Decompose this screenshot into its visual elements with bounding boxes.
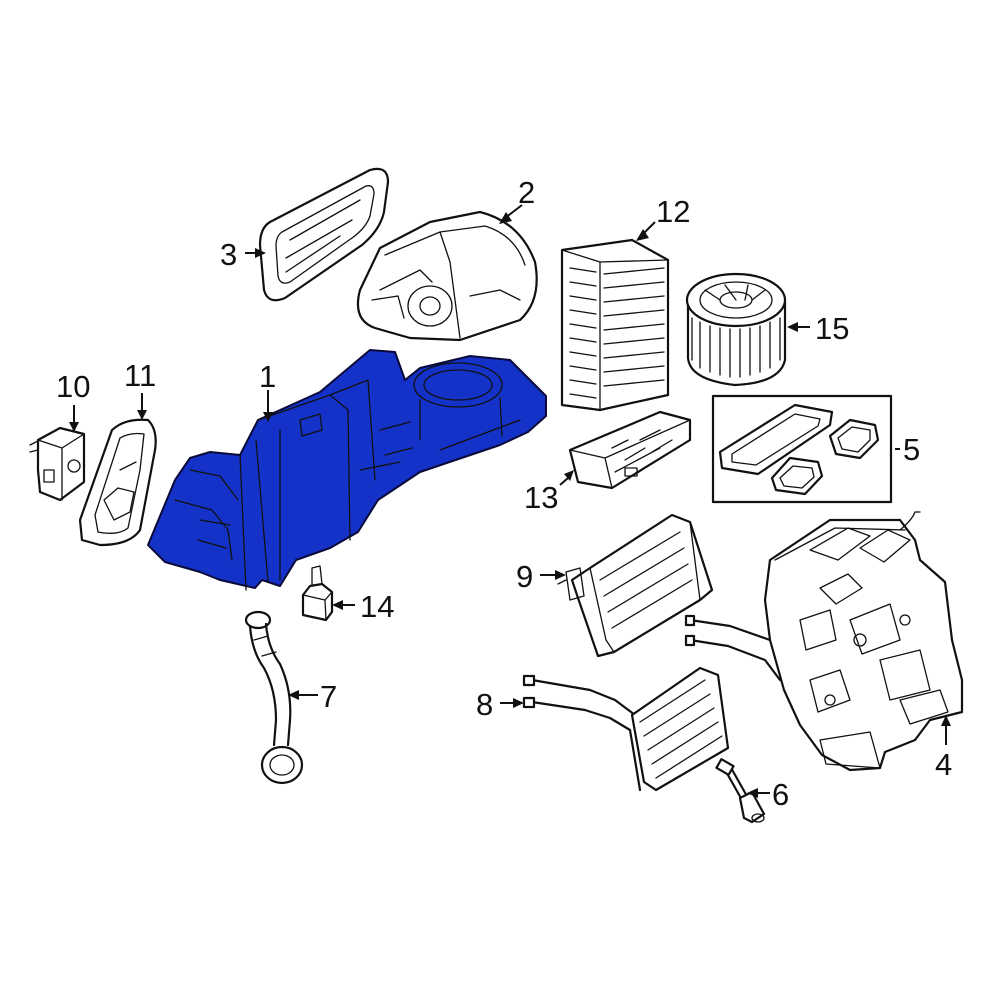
part-9-heater-core[interactable] <box>557 513 714 658</box>
part-4-hvac-assembly[interactable] <box>763 511 964 772</box>
callout-11[interactable]: 11 <box>124 358 156 393</box>
part-12-cabin-filter[interactable] <box>560 238 670 412</box>
part-1-evaporator-case[interactable] <box>147 349 547 591</box>
callout-12[interactable]: 12 <box>656 194 690 229</box>
callout-6[interactable]: 6 <box>772 777 789 812</box>
part-14-sensor[interactable] <box>301 565 334 622</box>
part-3-gasket[interactable] <box>258 167 390 302</box>
callout-10[interactable]: 10 <box>56 369 90 404</box>
callout-9[interactable]: 9 <box>516 559 533 594</box>
callout-14[interactable]: 14 <box>360 589 394 624</box>
callout-13[interactable]: 13 <box>524 480 558 515</box>
part-7-drain-hose[interactable] <box>244 610 304 785</box>
callout-7[interactable]: 7 <box>320 679 337 714</box>
callout-2[interactable]: 2 <box>518 175 535 210</box>
callout-4[interactable]: 4 <box>935 747 952 782</box>
callout-1[interactable]: 1 <box>259 359 276 394</box>
callout-5[interactable]: 5 <box>903 432 920 467</box>
callout-8[interactable]: 8 <box>476 687 493 722</box>
part-5-seal-kit[interactable] <box>711 394 893 504</box>
callout-3[interactable]: 3 <box>220 237 237 272</box>
callout-arrows <box>69 204 951 798</box>
part-13-actuator[interactable] <box>568 410 692 490</box>
part-15-blower-motor[interactable] <box>685 272 787 387</box>
part-11-panel[interactable] <box>78 418 157 547</box>
part-2-blower-housing[interactable] <box>356 210 538 342</box>
callout-labels: 1 2 3 4 5 6 7 8 9 10 11 12 13 14 15 <box>56 175 952 812</box>
part-10-actuator[interactable] <box>29 426 86 502</box>
callout-15[interactable]: 15 <box>815 311 849 346</box>
part-8-heater-core[interactable] <box>522 614 792 792</box>
